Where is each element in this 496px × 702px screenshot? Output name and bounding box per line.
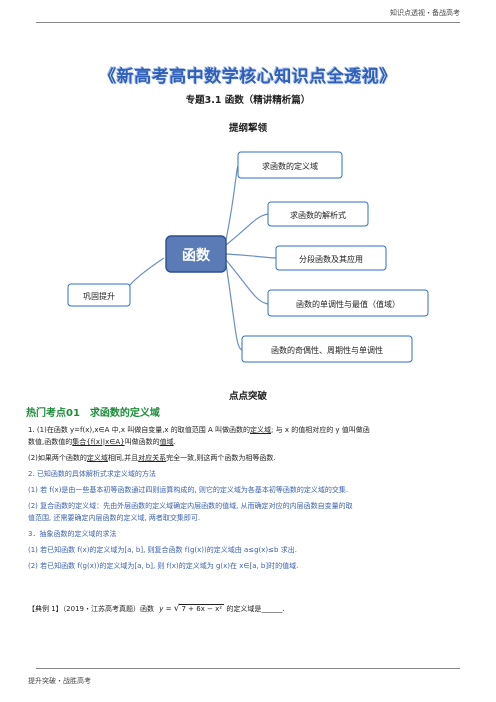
para-4: (1) 若 f(x)是由一些基本初等函数通过四则运算构成的, 则它的定义域为各基… [28, 486, 349, 494]
example-source: （2019・江苏高考真题）函数 [62, 605, 155, 613]
connector-4 [225, 259, 269, 305]
connector-5 [225, 263, 243, 351]
para-8: (1) 若已知函数 f(x)的定义域为[a, b], 则复合函数 f(g(x))… [28, 546, 297, 554]
example-label: 【典例 1】 [28, 605, 63, 613]
branch-label-4: 函数的单调性与最值（值域） [296, 299, 400, 309]
branch-node-3: 分段函数及其应用 [275, 245, 387, 271]
para-7: 3．抽象函数的定义域的求法 [28, 530, 117, 538]
branch-node-1: 求函数的定义域 [237, 151, 343, 179]
footer-divider [36, 668, 460, 669]
center-node: 函数 [165, 235, 227, 273]
branch-label-3: 分段函数及其应用 [299, 254, 363, 264]
para-3: 2. 已知函数的具体解析式求定义域的方法 [28, 470, 156, 478]
para-5: (2) 复合函数的定义域：先由外层函数的定义域确定内层函数的值域, 从而确定对应… [28, 502, 353, 510]
branch-label-2: 求函数的解析式 [290, 210, 346, 220]
branch-node-2: 求函数的解析式 [267, 201, 369, 227]
sqrt-sign: √ [173, 604, 180, 614]
para-9: (2) 若已知函数 f(g(x))的定义域为[a, b], 则 f(x)的定义域… [28, 562, 299, 570]
para-6: 值范围, 还需要确定内层函数的定义域, 两者取交集即可. [28, 514, 201, 522]
connector-3 [225, 253, 277, 259]
header-divider [36, 22, 460, 23]
center-node-label: 函数 [182, 247, 211, 264]
header-tagline: 知识点透视・备战高考 [390, 9, 460, 17]
branch-label-1: 求函数的定义域 [262, 161, 318, 171]
branch-node-5: 函数的奇偶性、周期性与单调性 [241, 335, 413, 363]
outline-heading: 提纲挈领 [228, 123, 267, 134]
subtitle: 专题3.1 函数（精讲精析篇） [185, 95, 311, 106]
para-1: 1. (1)在函数 y=f(x),x∈A 中,x 叫做自变量,x 的取值范围 A… [28, 426, 370, 434]
answer-blank: ______ [261, 605, 283, 613]
main-title: 《新高考高中数学核心知识点全透视》 [99, 67, 397, 87]
footer-tagline: 提升突破・战胜高考 [28, 677, 91, 685]
connector-left [125, 257, 165, 291]
para-2: (2)如果两个函数的定义域相同,并且对应关系完全一致,则这两个函数为相等函数. [28, 454, 276, 462]
para-1-cont: 数值,函数值的集合{f(x)|x∈A}叫做函数的值域. [28, 438, 176, 446]
branch-node-4: 函数的单调性与最值（值域） [267, 289, 429, 317]
formula-radicand: 7 + 6x − x² [179, 604, 225, 613]
mind-map: 函数 巩固提升 求函数的定义域 求函数的解析式 分段函数及其应用 函数的单调性与… [67, 151, 429, 363]
example-1: 【典例 1】（2019・江苏高考真题）函数 y = √7 + 6x − x² 的… [28, 604, 285, 614]
formula-y: y [159, 605, 164, 613]
left-node-label: 巩固提升 [83, 291, 115, 301]
connector-2 [225, 213, 269, 246]
example-tail: 的定义域是 [226, 605, 262, 613]
left-node: 巩固提升 [67, 283, 131, 307]
points-heading: 点点突破 [228, 391, 267, 402]
topic-heading: 热门考点01 求函数的定义域 [26, 408, 160, 419]
branch-label-5: 函数的奇偶性、周期性与单调性 [271, 345, 383, 355]
connector-1 [225, 165, 239, 241]
